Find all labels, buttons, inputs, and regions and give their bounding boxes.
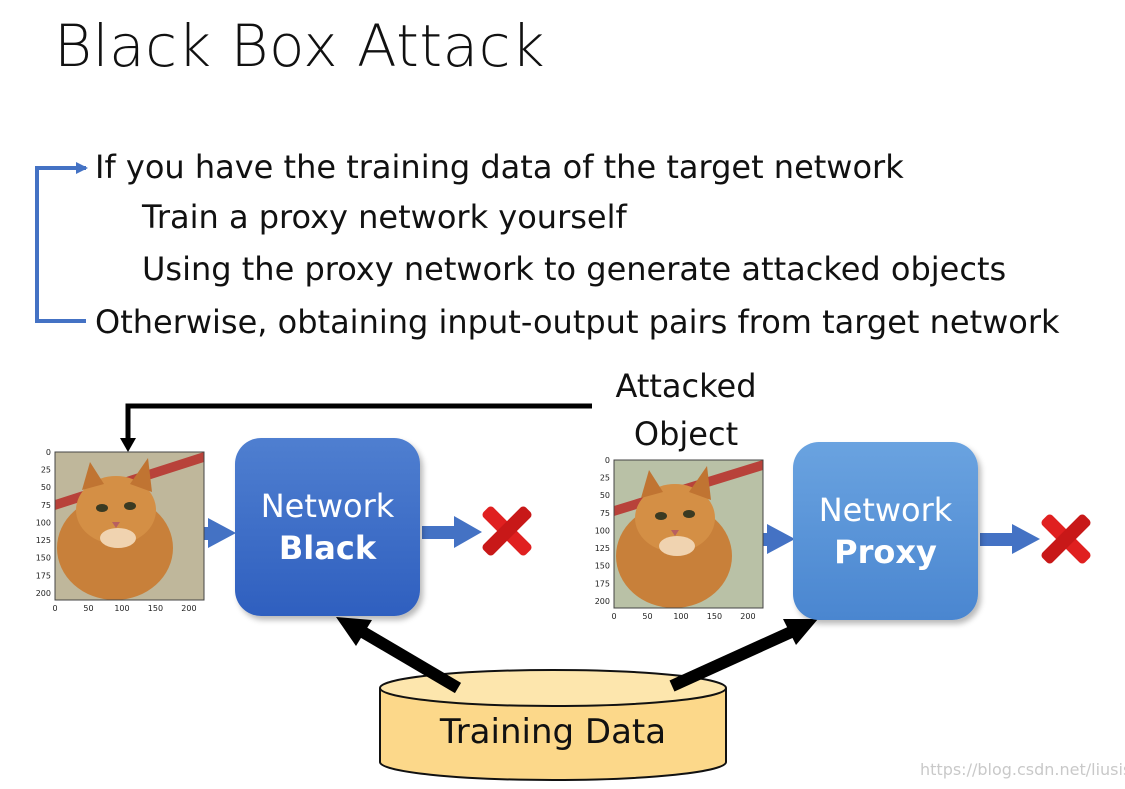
- bracket-connector: [35, 162, 88, 323]
- arrow-data-to-black: [336, 617, 462, 694]
- attacked-object-label: Attacked Object: [598, 362, 774, 458]
- network-black-line2: Black: [278, 529, 377, 567]
- y-tick-label-left: 50: [41, 483, 51, 492]
- bullet-use-proxy: Using the proxy network to generate atta…: [142, 250, 1007, 288]
- bullet-otherwise: Otherwise, obtaining input-output pairs …: [95, 303, 1060, 341]
- network-black-box: Network Black: [235, 438, 420, 616]
- reject-x-icon-black: [482, 506, 532, 556]
- y-tick-label-right: 50: [600, 491, 610, 500]
- network-proxy-box: Network Proxy: [793, 442, 978, 620]
- arrow-data-to-proxy: [669, 619, 818, 692]
- y-tick-label-right: 0: [605, 456, 610, 465]
- attacked-label-line2: Object: [633, 415, 739, 453]
- y-tick-label-left: 25: [41, 466, 51, 475]
- arrow-black-to-output: [422, 516, 482, 548]
- y-tick-label-left: 0: [46, 448, 51, 457]
- x-tick-label-left: 200: [181, 604, 196, 613]
- y-tick-label-right: 175: [595, 579, 610, 588]
- feedback-arrow: [120, 403, 592, 452]
- y-tick-label-right: 25: [600, 474, 610, 483]
- reject-x-icon-proxy: [1041, 514, 1091, 564]
- network-black-line1: Network: [260, 487, 395, 525]
- network-proxy-line2: Proxy: [834, 533, 937, 571]
- y-tick-label-right: 150: [595, 562, 610, 571]
- x-tick-label-right: 100: [673, 612, 688, 621]
- cat-image-plot-right: [613, 459, 764, 609]
- training-data-cylinder: [379, 669, 727, 781]
- network-proxy-line1: Network: [818, 491, 953, 529]
- x-tick-label-left: 0: [52, 604, 57, 613]
- y-tick-label-left: 150: [36, 554, 51, 563]
- slide-title: Black Box Attack: [54, 12, 546, 80]
- bullet-train-proxy: Train a proxy network yourself: [142, 198, 627, 236]
- cat-image-plot-left: [54, 451, 205, 601]
- y-tick-label-right: 200: [595, 597, 610, 606]
- x-tick-label-left: 150: [148, 604, 163, 613]
- x-tick-label-left: 50: [83, 604, 93, 613]
- x-tick-label-right: 50: [642, 612, 652, 621]
- y-tick-label-left: 175: [36, 571, 51, 580]
- y-tick-label-right: 75: [600, 509, 610, 518]
- y-tick-label-left: 200: [36, 589, 51, 598]
- arrow-proxy-to-output: [980, 524, 1040, 554]
- bullet-has-training-data: If you have the training data of the tar…: [95, 148, 904, 186]
- watermark: https://blog.csdn.net/liusisi_: [920, 760, 1125, 779]
- y-tick-label-left: 75: [41, 501, 51, 510]
- training-data-label: Training Data: [439, 712, 667, 752]
- x-tick-label-left: 100: [114, 604, 129, 613]
- y-tick-label-left: 125: [36, 536, 51, 545]
- y-tick-label-right: 100: [595, 526, 610, 535]
- x-tick-label-right: 150: [707, 612, 722, 621]
- x-tick-label-right: 0: [611, 612, 616, 621]
- y-tick-label-left: 100: [36, 518, 51, 527]
- y-tick-label-right: 125: [595, 544, 610, 553]
- x-tick-label-right: 200: [740, 612, 755, 621]
- attacked-label-line1: Attacked: [615, 367, 757, 405]
